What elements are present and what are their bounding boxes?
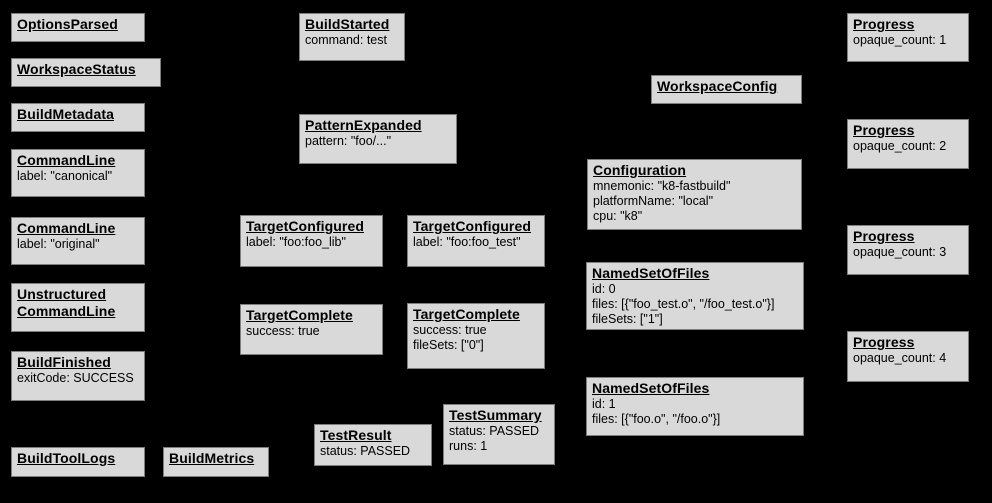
node-attribute-line: id: 0 [592, 281, 616, 296]
node-unstructured-command-line: Unstructured CommandLine [11, 283, 145, 332]
node-title: TargetComplete [413, 306, 520, 322]
node-attribute-line: mnemonic: "k8-fastbuild" [593, 178, 731, 193]
node-title: PatternExpanded [305, 117, 422, 133]
node-build-metadata: BuildMetadata [11, 103, 145, 132]
node-title: NamedSetOfFiles [592, 265, 710, 281]
node-workspace-status: WorkspaceStatus [11, 58, 161, 87]
node-attribute-line: opaque_count: 4 [853, 350, 947, 365]
node-attribute-line: cpu: "k8" [593, 209, 643, 224]
node-attribute-line: success: true [413, 322, 487, 337]
node-attribute-line: exitCode: SUCCESS [17, 370, 134, 385]
node-attribute-line: opaque_count: 2 [853, 138, 947, 153]
node-build-metrics: BuildMetrics [163, 447, 269, 477]
node-title: OptionsParsed [17, 16, 118, 32]
node-attribute-line: opaque_count: 3 [853, 244, 947, 259]
node-title: Unstructured CommandLine [17, 286, 116, 319]
node-title: TargetConfigured [413, 218, 532, 234]
node-title: NamedSetOfFiles [592, 380, 710, 396]
node-attribute-line: files: [{"foo_test.o", "/foo_test.o"}] [592, 297, 775, 312]
node-build-tool-logs: BuildToolLogs [11, 447, 145, 477]
node-attribute-line: pattern: "foo/..." [305, 133, 392, 148]
node-title: BuildStarted [305, 16, 390, 32]
node-options-parsed: OptionsParsed [11, 13, 145, 42]
node-title: CommandLine [17, 152, 116, 168]
node-title: WorkspaceStatus [17, 61, 136, 77]
node-attribute-line: fileSets: ["0"] [413, 338, 484, 353]
node-attribute-line: runs: 1 [449, 439, 488, 454]
node-attribute-line: label: "original" [17, 236, 100, 251]
node-title: Progress [853, 334, 915, 350]
node-attribute-line: success: true [246, 323, 320, 338]
node-attribute-line: opaque_count: 1 [853, 32, 947, 47]
node-title: TargetComplete [246, 307, 353, 323]
node-title: BuildMetrics [169, 450, 255, 466]
node-attribute-line: label: "canonical" [17, 168, 113, 183]
node-attribute-line: fileSets: ["1"] [592, 312, 663, 327]
node-attribute-line: platformName: "local" [593, 194, 714, 209]
node-attribute-line: status: PASSED [449, 423, 540, 438]
node-attribute-line: label: "foo:foo_test" [413, 234, 521, 249]
node-title: BuildMetadata [17, 106, 114, 122]
node-attribute-line: status: PASSED [320, 443, 411, 458]
node-attribute-line: id: 1 [592, 396, 616, 411]
node-title: TestResult [320, 427, 392, 443]
node-attribute-line: label: "foo:foo_lib" [246, 234, 346, 249]
node-workspace-config: WorkspaceConfig [651, 75, 802, 104]
node-attribute-line: files: [{"foo.o", "/foo.o"}] [592, 412, 721, 427]
node-title: Progress [853, 122, 915, 138]
node-title: Configuration [593, 162, 687, 178]
node-title: Progress [853, 16, 915, 32]
node-title: BuildToolLogs [17, 450, 116, 466]
node-title: CommandLine [17, 220, 116, 236]
node-title: WorkspaceConfig [657, 78, 778, 94]
node-title: Progress [853, 228, 915, 244]
node-title: BuildFinished [17, 354, 111, 370]
node-title: TargetConfigured [246, 218, 365, 234]
node-attribute-line: command: test [305, 32, 387, 47]
node-title: TestSummary [449, 407, 542, 423]
